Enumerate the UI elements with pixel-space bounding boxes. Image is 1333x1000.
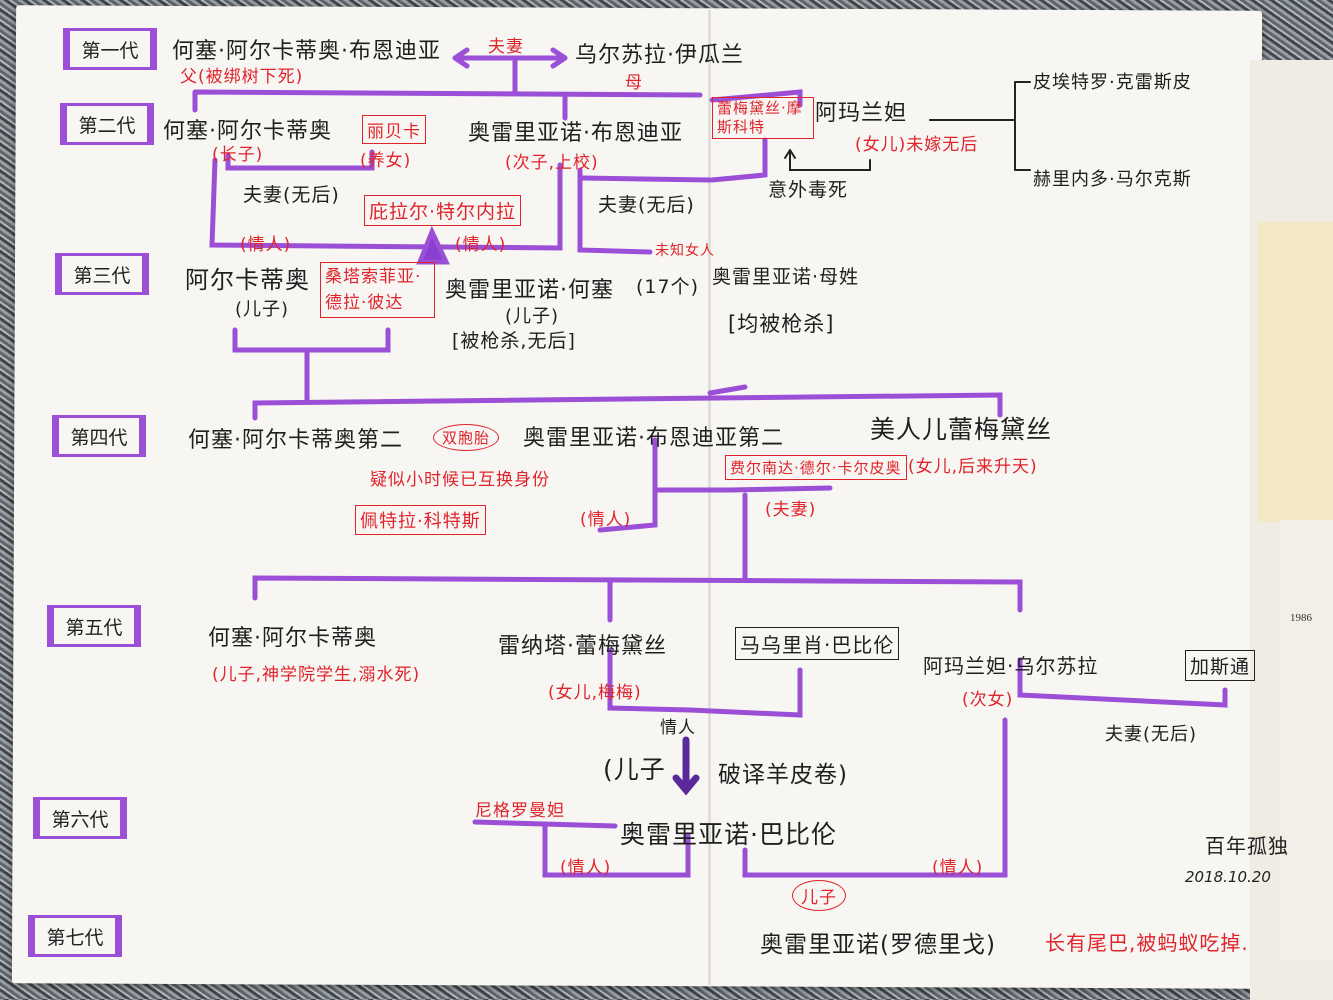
fate-seventeen: [均被枪杀]: [728, 312, 835, 336]
person-aureliano-jose: 奥雷里亚诺·何塞: [445, 278, 614, 303]
person-santa-sofia: 桑塔索菲亚·德拉·彼达: [320, 262, 435, 318]
note-son-gen7: 儿子: [792, 880, 846, 911]
generation-label-5: 第五代: [47, 605, 141, 647]
note-amaranta-ursula: (次女): [962, 690, 1014, 710]
note-rebeca: (养女): [360, 151, 412, 171]
signature-title: 百年孤独: [1205, 834, 1289, 858]
note-arcadio: (儿子): [235, 299, 290, 320]
person-amaranta: 阿玛兰妲: [815, 101, 908, 126]
note-poisoned: 意外毒死: [768, 179, 849, 201]
person-fernanda: 费尔南达·德尔·卡尔皮奥: [725, 455, 907, 480]
note-father: 父(被绑树下死): [180, 67, 304, 87]
spouse-arrow: [452, 47, 568, 69]
relation-couple-1: 夫妻(无后): [243, 184, 340, 206]
gen1-descent: [192, 55, 703, 121]
note-remedios-the-beauty: (女儿,后来升天): [908, 457, 1038, 477]
note-swap: 疑似小时候已互换身份: [370, 470, 550, 490]
person-gerineldo-marquez: 赫里内多·马尔克斯: [1033, 169, 1192, 190]
lover-lines: [209, 157, 563, 251]
note-twins: 双胞胎: [433, 424, 500, 451]
person-rebeca: 丽贝卡: [362, 115, 426, 144]
person-meme: 雷纳塔·蕾梅黛丝: [498, 634, 667, 659]
book-page-number: 1986: [1290, 612, 1312, 624]
note-jose-arcadio-gen5: (儿子,神学院学生,溺水死): [212, 665, 421, 685]
generation-label-3: 第三代: [55, 253, 149, 295]
person-seventeen-aurelianos: 奥雷里亚诺·母姓: [712, 266, 860, 288]
relation-couple-2: 夫妻(无后): [598, 194, 695, 216]
relation-lover-amaranta-ursula: (情人): [932, 858, 984, 878]
person-aureliano-ii: 奥雷里亚诺·布恩迪亚第二: [523, 426, 784, 451]
couple1-line: [225, 149, 375, 171]
note-aureliano-jose: (儿子): [505, 306, 560, 327]
generation-label-2: 第二代: [60, 103, 154, 145]
person-jose-arcadio-gen5: 何塞·阿尔卡蒂奥: [208, 626, 377, 651]
person-jose-arcadio: 何塞·阿尔卡蒂奥: [163, 119, 332, 144]
note-elder-son: (长子): [212, 145, 264, 165]
person-jose-arcadio-ii: 何塞·阿尔卡蒂奥第二: [188, 428, 403, 453]
person-ursula-iguaran: 乌尔苏拉·伊瓜兰: [575, 43, 744, 68]
person-remedios-moscote: 蕾梅黛丝·摩斯科特: [712, 97, 814, 139]
relation-lover-meme: 情人: [660, 718, 696, 738]
note-meme: (女儿,梅梅): [548, 683, 642, 703]
person-mauricio-babilonia: 马乌里肖·巴比伦: [735, 627, 900, 660]
sticky-note: [1258, 222, 1333, 522]
note-amaranta: (女儿)未嫁无后: [855, 135, 979, 155]
relation-lover-nigromanta: (情人): [560, 858, 612, 878]
person-unknown-women: 未知女人: [655, 243, 715, 259]
relation-fernanda: (夫妻): [765, 500, 817, 520]
fate-aureliano-rodrigo: 长有尾巴,被蚂蚁吃掉.: [1045, 931, 1249, 955]
note-decipher-parchments: 破译羊皮卷): [718, 762, 848, 788]
person-aureliano-rodrigo: 奥雷里亚诺(罗德里戈): [760, 932, 996, 958]
person-remedios-the-beauty: 美人儿蕾梅黛丝: [870, 415, 1053, 444]
relation-couple-gen5: 夫妻(无后): [1105, 724, 1198, 745]
relation-lover-2: (情人): [455, 235, 507, 255]
person-pietro-crespi: 皮埃特罗·克雷斯皮: [1033, 72, 1192, 93]
person-aureliano-babilonia: 奥雷里亚诺·巴比伦: [620, 820, 837, 849]
person-petra-cotes: 佩特拉·科特斯: [355, 505, 486, 535]
book-page-edge: [1280, 520, 1333, 960]
person-nigromanta: 尼格罗曼妲: [475, 801, 565, 821]
person-arcadio: 阿尔卡蒂奥: [185, 266, 310, 294]
relation-spouses: 夫妻: [488, 37, 524, 57]
generation-label-7: 第七代: [28, 915, 122, 957]
note-colonel: (次子,上校): [505, 153, 599, 173]
person-jose-arcadio-buendia: 何塞·阿尔卡蒂奥·布恩迪亚: [172, 39, 441, 64]
signature-date: 2018.10.20: [1185, 868, 1271, 886]
relation-petra: (情人): [580, 510, 632, 530]
relation-lover-1: (情人): [240, 235, 292, 255]
note-son-open: (儿子: [603, 755, 666, 784]
note-seventeen: (17个): [636, 276, 700, 298]
person-gaston: 加斯通: [1185, 650, 1256, 681]
person-colonel-aureliano: 奥雷里亚诺·布恩迪亚: [468, 121, 683, 146]
notebook-spine: [708, 10, 711, 985]
note-mother: 母: [625, 73, 643, 93]
person-amaranta-ursula: 阿玛兰妲·乌尔苏拉: [923, 654, 1099, 678]
person-pilar-ternera: 庇拉尔·特尔内拉: [364, 195, 522, 226]
generation-label-6: 第六代: [33, 797, 127, 839]
generation-label-4: 第四代: [52, 415, 146, 457]
generation-label-1: 第一代: [63, 28, 157, 70]
fate-aureliano-jose: [被枪杀,无后]: [452, 330, 576, 352]
